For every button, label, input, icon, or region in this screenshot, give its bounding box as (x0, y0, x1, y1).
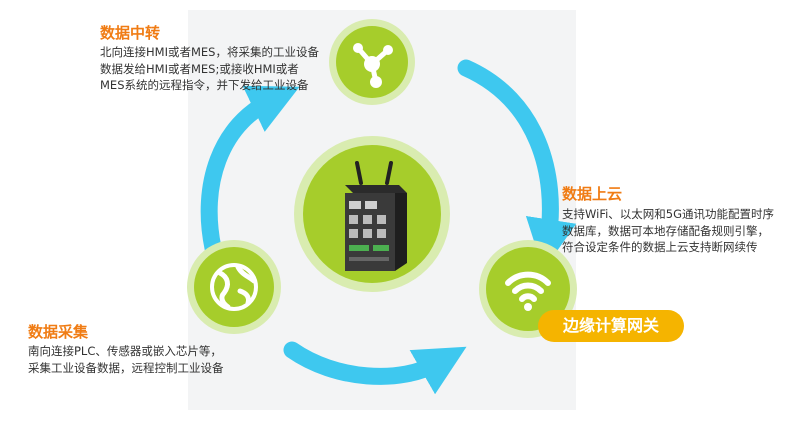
data-collect-circle (194, 247, 274, 327)
arrow-left-up (200, 85, 300, 257)
network-node-icon (353, 43, 393, 88)
cloud-title: 数据上云 (562, 185, 623, 203)
arrow-right-down (457, 59, 577, 271)
wifi-icon (505, 271, 551, 311)
globe-icon (210, 263, 258, 311)
forward-title: 数据中转 (100, 24, 161, 42)
cloud-description: 支持WiFi、以太网和5G通讯功能配置时序数据库，数据可本地存储配备规则引擎，符… (562, 207, 775, 254)
arrow-bottom-right (283, 341, 467, 395)
gateway-device-icon (345, 161, 407, 271)
data-forward-circle (336, 26, 408, 98)
gateway-device-circle (303, 145, 441, 283)
edge-gateway-badge: 边缘计算网关 (538, 310, 684, 342)
collect-title: 数据采集 (28, 323, 89, 341)
collect-description: 南向连接PLC、传感器或嵌入芯片等，采集工业设备数据，远程控制工业设备 (28, 344, 224, 375)
forward-description: 北向连接HMI或者MES，将采集的工业设备数据发给HMI或者MES;或接收HMI… (100, 45, 319, 92)
